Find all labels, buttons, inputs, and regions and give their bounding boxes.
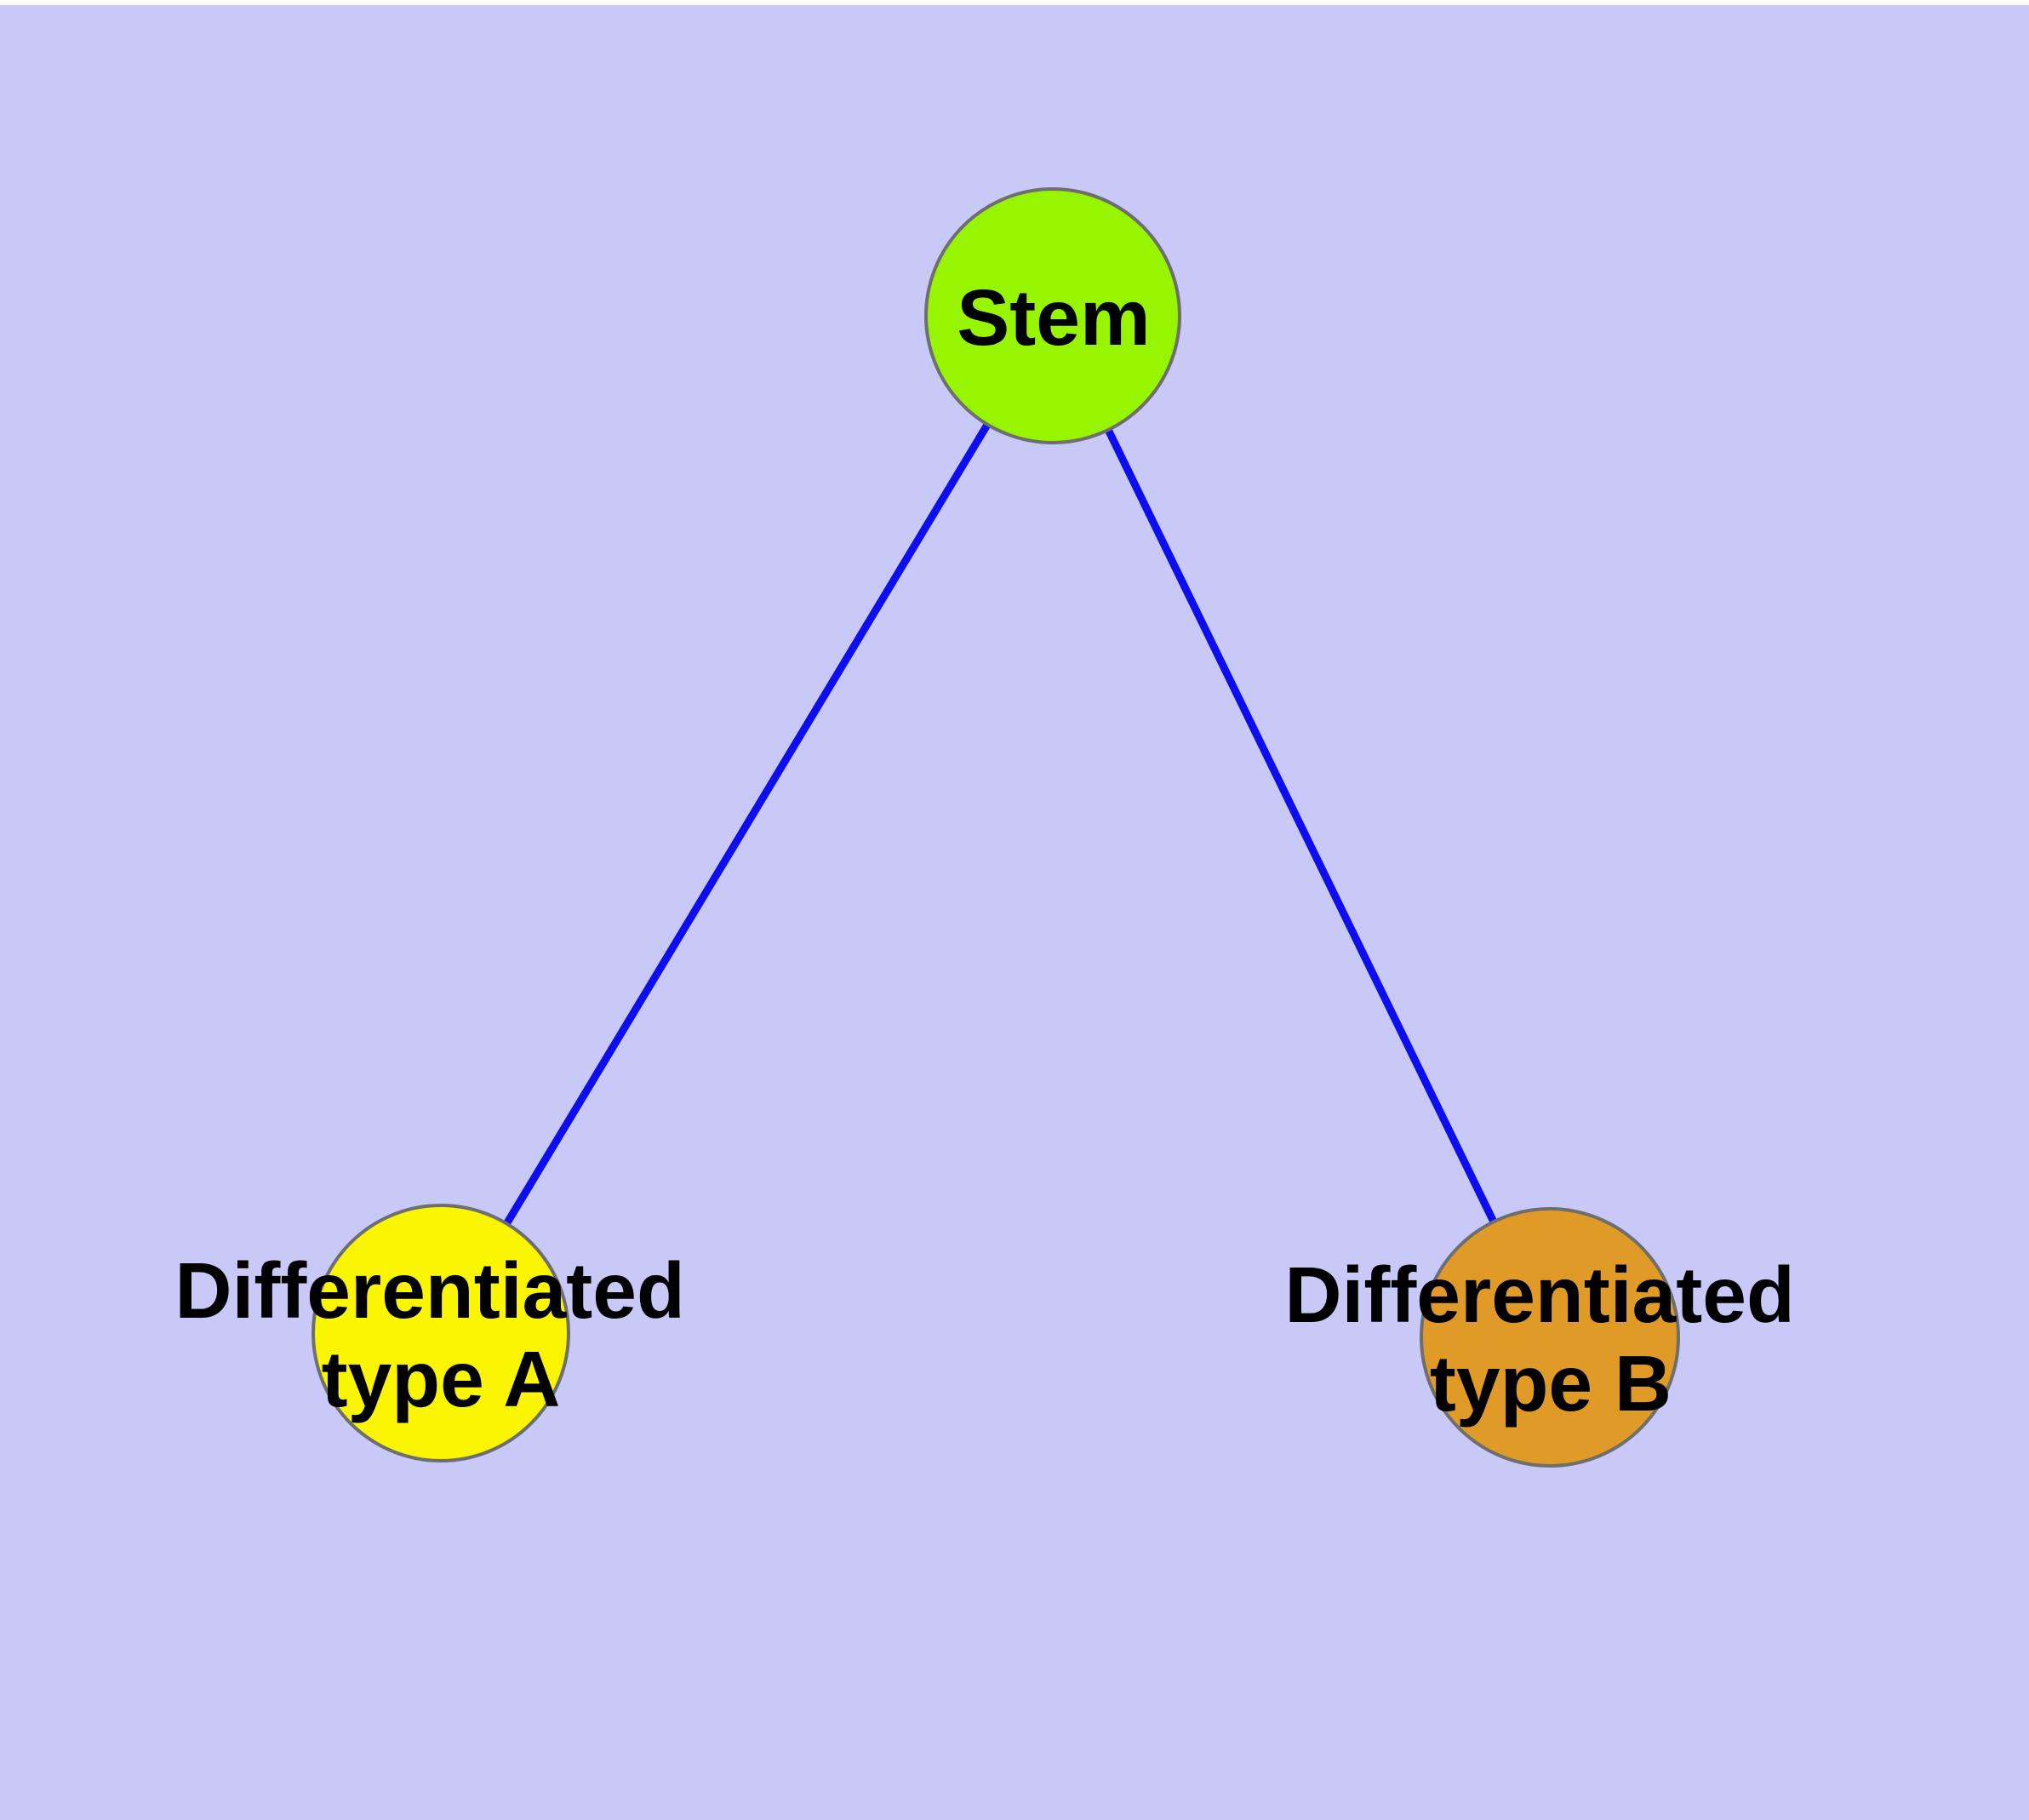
edge-stem-to-type-a — [437, 313, 1056, 1336]
top-margin-strip — [0, 0, 2029, 5]
node-type-a-label-line2: type A — [322, 1335, 561, 1423]
node-type-b-label-line2: type B — [1430, 1339, 1672, 1428]
node-stem-label: Stem — [957, 273, 1150, 362]
node-type-a-circle — [311, 1204, 570, 1462]
node-stem-circle — [924, 187, 1181, 444]
edge-stem-to-type-b — [1049, 314, 1554, 1339]
node-type-a-label-line1: Differentiated — [174, 1246, 684, 1335]
node-type-b-circle — [1420, 1207, 1680, 1468]
node-type-b-label: Differentiated type B — [1284, 1251, 1816, 1428]
node-type-b-label-line1: Differentiated — [1284, 1251, 1794, 1339]
node-type-a-label: Differentiated type A — [174, 1246, 706, 1423]
